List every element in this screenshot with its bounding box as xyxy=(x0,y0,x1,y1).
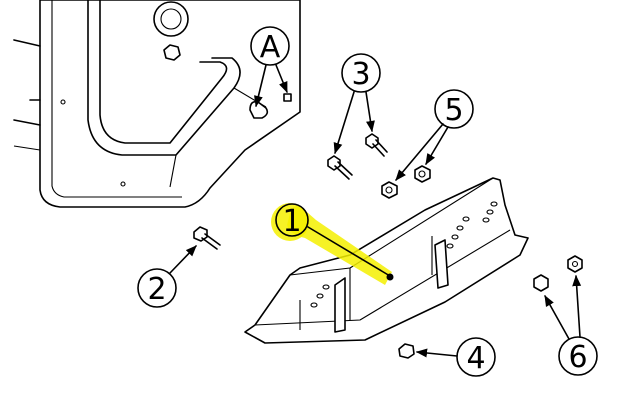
callout-6: 6 xyxy=(544,274,598,376)
callout-5: 5 xyxy=(395,89,474,181)
callout-4-label: 4 xyxy=(466,341,485,376)
callout-A-label: A xyxy=(260,30,281,65)
callout-2: 2 xyxy=(137,245,197,308)
callout-3-label: 3 xyxy=(351,57,370,92)
callout-A: A xyxy=(250,26,290,108)
nut-icon xyxy=(533,255,583,292)
callout-3: 3 xyxy=(333,53,381,155)
callout-6-label: 6 xyxy=(568,340,587,375)
callout-1-label: 1 xyxy=(282,204,301,239)
callout-1: 1 xyxy=(271,203,394,285)
callout-4: 4 xyxy=(415,337,496,377)
bracket-part xyxy=(244,177,529,344)
bolt-icon xyxy=(193,226,221,250)
bolt-icon xyxy=(327,133,388,180)
nut-icon xyxy=(398,343,415,359)
nut-icon xyxy=(381,165,431,199)
callout-5-label: 5 xyxy=(444,93,463,128)
frame-plate xyxy=(13,0,301,208)
callout-2-label: 2 xyxy=(147,272,166,307)
